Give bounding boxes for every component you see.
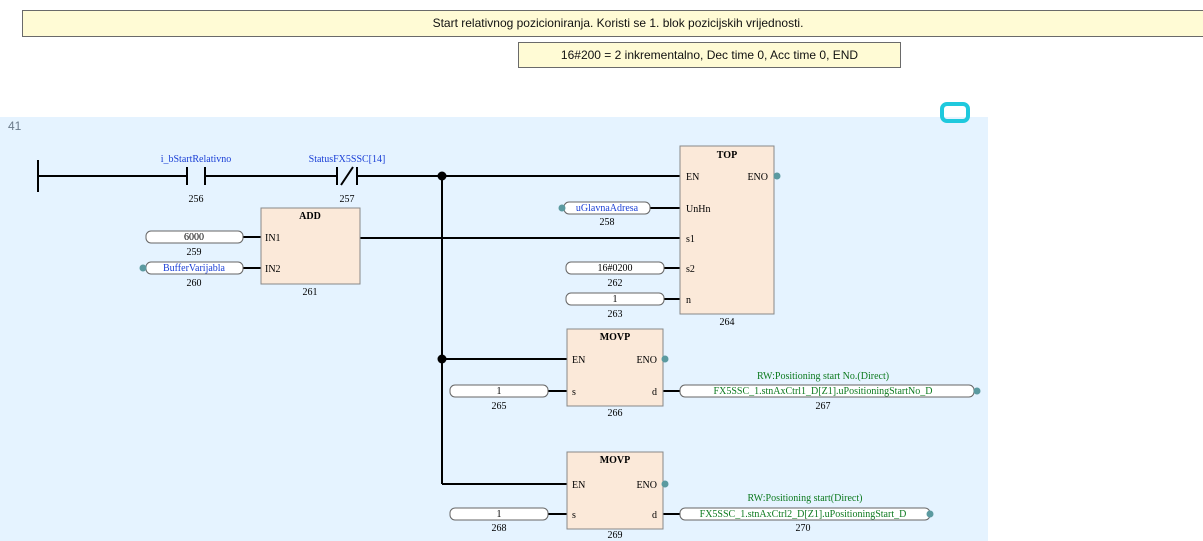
d-value: FX5SSC_1.stnAxCtrl2_D[Z1].uPositioningSt…: [700, 509, 907, 520]
s-id: 268: [492, 523, 507, 534]
pin-label: d: [652, 510, 657, 521]
s2-id: 262: [608, 278, 623, 289]
block-id: 261: [303, 287, 318, 298]
contact-nc: [336, 166, 358, 186]
n-value-box: [565, 292, 665, 306]
pin-label: s2: [686, 264, 695, 275]
s2-value-box: [565, 261, 665, 275]
movp-block: [566, 451, 664, 530]
contact-id: 256: [189, 194, 204, 205]
contact-id: 257: [340, 194, 355, 205]
n-value: 1: [613, 294, 618, 305]
s-value: 1: [497, 509, 502, 520]
s2-value: 16#0200: [598, 263, 633, 274]
rung-comment[interactable]: Start relativnog pozicioniranja. Koristi…: [22, 10, 1203, 37]
top-block: [679, 145, 775, 315]
block-id: 269: [608, 530, 623, 541]
eno-dot: [661, 355, 669, 363]
pin-label: s1: [686, 234, 695, 245]
block-title: TOP: [717, 150, 737, 161]
in2-id: 260: [187, 278, 202, 289]
s-id: 265: [492, 401, 507, 412]
pin-label: IN1: [265, 233, 281, 244]
pin-label: EN: [572, 480, 585, 491]
d-value: FX5SSC_1.stnAxCtrl1_D[Z1].uPositioningSt…: [714, 386, 933, 397]
pin-label: s: [572, 510, 576, 521]
contact-label: StatusFX5SSC[14]: [309, 154, 386, 165]
s-value-box: [449, 507, 549, 521]
s-value: 1: [497, 386, 502, 397]
contact-no: [186, 167, 206, 185]
in1-id: 259: [187, 247, 202, 258]
in1-value-box: [145, 230, 244, 244]
add-block: [260, 207, 361, 285]
junction-dot: [437, 354, 447, 364]
d-comment: RW:Positioning start No.(Direct): [757, 371, 889, 382]
pin-label: UnHn: [686, 204, 710, 215]
selection-cursor: [940, 102, 970, 123]
contact-label: i_bStartRelativno: [161, 154, 232, 165]
s-value-box: [449, 384, 549, 398]
block-title: MOVP: [600, 455, 631, 466]
d-comment: RW:Positioning start(Direct): [748, 493, 863, 504]
pin-label: EN: [686, 172, 699, 183]
pin-label: d: [652, 387, 657, 398]
d-id: 267: [816, 401, 831, 412]
pin-dot: [973, 387, 981, 395]
unhn-id: 258: [600, 217, 615, 228]
block-title: ADD: [299, 211, 321, 222]
junction-dot: [437, 171, 447, 181]
pin-label: ENO: [636, 480, 657, 491]
block-id: 264: [720, 317, 735, 328]
sub-comment[interactable]: 16#200 = 2 inkrementalno, Dec time 0, Ac…: [518, 42, 901, 68]
block-id: 266: [608, 408, 623, 419]
rung-number: 41: [8, 119, 22, 133]
eno-dot: [773, 172, 781, 180]
pin-dot: [139, 264, 147, 272]
n-id: 263: [608, 309, 623, 320]
pin-label: s: [572, 387, 576, 398]
in1-value: 6000: [184, 232, 204, 243]
pin-label: ENO: [636, 355, 657, 366]
pin-dot: [558, 204, 566, 212]
pin-label: n: [686, 295, 691, 306]
unhn-value: uGlavnaAdresa: [576, 203, 639, 214]
pin-label: ENO: [747, 172, 768, 183]
block-title: MOVP: [600, 332, 631, 343]
eno-dot: [661, 480, 669, 488]
pin-label: IN2: [265, 264, 281, 275]
d-id: 270: [796, 523, 811, 534]
movp-block: [566, 328, 664, 407]
in2-value: BufferVarijabla: [163, 263, 226, 274]
pin-dot: [926, 510, 934, 518]
pin-label: EN: [572, 355, 585, 366]
rung-area[interactable]: [0, 117, 988, 541]
